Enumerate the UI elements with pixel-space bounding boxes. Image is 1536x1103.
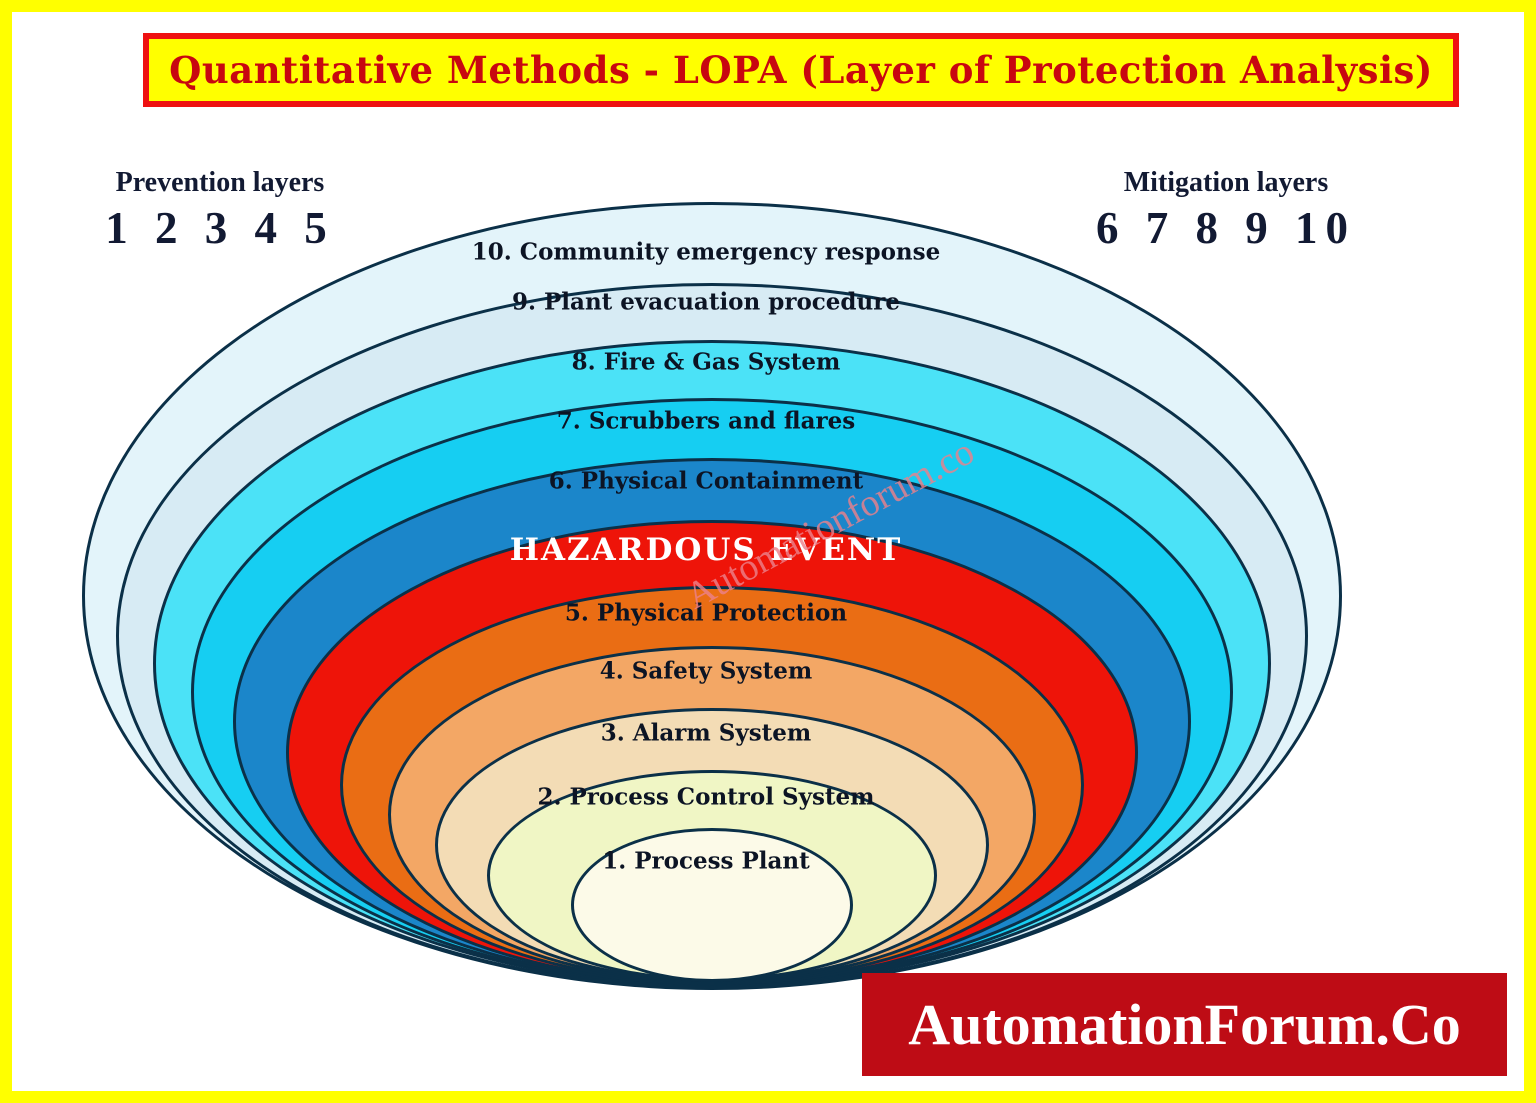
layer-6-label: 6. Physical Containment	[548, 467, 864, 495]
layer-10-label: 10. Community emergency response	[471, 238, 941, 266]
layer-1-ellipse	[571, 828, 853, 982]
layer-9-label: 9. Plant evacuation procedure	[511, 288, 900, 316]
prevention-layers-label: Prevention layers	[115, 167, 325, 198]
layer-4-label: 4. Safety System	[599, 657, 813, 685]
mitigation-layers-label: Mitigation layers	[1123, 167, 1329, 198]
layer-5-label: 5. Physical Protection	[564, 599, 848, 627]
hazardous-event-label: HAZARDOUS EVENT	[509, 532, 903, 568]
logo-text: AutomationForum.Co	[908, 992, 1461, 1057]
mitigation-layers-numbers: 6 7 8 9 10	[1096, 203, 1356, 253]
page-title: Quantitative Methods - LOPA (Layer of Pr…	[169, 48, 1433, 92]
layer-7-label: 7. Scrubbers and flares	[556, 407, 856, 435]
layer-3-label: 3. Alarm System	[600, 719, 812, 747]
prevention-layers-numbers: 1 2 3 4 5	[105, 203, 335, 253]
logo-banner: AutomationForum.Co	[862, 973, 1507, 1076]
title-banner: Quantitative Methods - LOPA (Layer of Pr…	[143, 33, 1459, 107]
layer-2-label: 2. Process Control System	[537, 783, 875, 811]
layer-8-label: 8. Fire & Gas System	[571, 348, 841, 376]
mitigation-layers-block: Mitigation layers 6 7 8 9 10	[1076, 166, 1376, 256]
lopa-onion-diagram: 10. Community emergency response 9. Plant…	[12, 12, 1524, 1091]
prevention-layers-block: Prevention layers 1 2 3 4 5	[70, 166, 370, 256]
layer-1-label: 1. Process Plant	[602, 847, 810, 875]
